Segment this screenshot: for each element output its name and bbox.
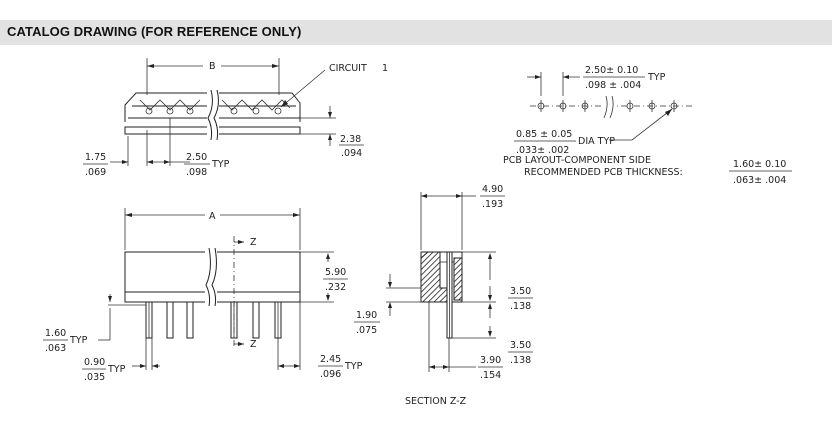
circuit-label: CIRCUIT [329, 63, 367, 74]
dim-190-in: .075 [356, 325, 377, 336]
pcb-layout-label: PCB LAYOUT-COMPONENT SIDE [503, 155, 651, 166]
pitch-in: .098 ± .004 [585, 80, 641, 91]
dim-590-in: .232 [325, 282, 346, 293]
dim-350a-in: .138 [510, 301, 531, 312]
dim-b-label: B [209, 61, 216, 72]
dim-190-mm: 1.90 [356, 310, 377, 321]
dim-245-mm: 2.45 [320, 354, 341, 365]
pitch-typ: TYP [647, 72, 666, 83]
section-z-top: Z [250, 237, 257, 248]
pitch-mm: 2.50± 0.10 [585, 65, 638, 76]
dim-090-in: .035 [84, 372, 105, 383]
dim-250-in: .098 [186, 167, 207, 178]
front-view: A Z Z 5 [43, 208, 363, 383]
dim-245-typ: TYP [344, 361, 363, 372]
dim-490-mm: 4.90 [482, 184, 503, 195]
dim-390-mm: 3.90 [480, 355, 501, 366]
dim-590-mm: 5.90 [325, 267, 346, 278]
top-view: B CIRCUIT 1 2.38 .094 [83, 58, 388, 178]
section-view: 4.90 .193 3.50 .138 1.90 .075 [354, 184, 533, 407]
circuit-number: 1 [382, 63, 388, 74]
dia-mm: 0.85 ± 0.05 [516, 129, 572, 140]
dim-090-typ: TYP [107, 364, 126, 375]
header-bar: CATALOG DRAWING (FOR REFERENCE ONLY) [0, 20, 832, 45]
thickness-mm: 1.60± 0.10 [733, 159, 786, 170]
dim-160-typ: TYP [69, 335, 88, 346]
front-pins [145, 301, 282, 339]
dim-a-label: A [209, 211, 216, 222]
dim-090-mm: 0.90 [84, 357, 105, 368]
dim-245-in: .096 [320, 369, 341, 380]
pcb-thickness-label: RECOMMENDED PCB THICKNESS: [524, 167, 683, 178]
dim-160-in: .063 [45, 343, 66, 354]
thickness-in: .063± .004 [733, 175, 786, 186]
dim-175-mm: 1.75 [85, 152, 106, 163]
dim-350b-in: .138 [510, 355, 531, 366]
pcb-layout: 2.50± 0.10 TYP .098 ± .004 0.85 ± 0.05 D… [503, 65, 792, 186]
dim-490-in: .193 [482, 199, 503, 210]
pcb-holes [537, 100, 678, 112]
dim-350a-mm: 3.50 [510, 286, 531, 297]
dim-175-in: .069 [85, 167, 106, 178]
dia-typ: DIA TYP [578, 136, 615, 147]
dim-160-mm: 1.60 [45, 328, 66, 339]
dim-238-in: .094 [341, 148, 362, 159]
dim-350b-mm: 3.50 [510, 340, 531, 351]
section-z-bottom: Z [250, 339, 257, 350]
dim-250-typ: TYP [211, 159, 230, 170]
dim-250-mm: 2.50 [186, 152, 207, 163]
dia-in: .033± .002 [516, 145, 569, 156]
page-title: CATALOG DRAWING (FOR REFERENCE ONLY) [7, 24, 302, 39]
dim-390-in: .154 [480, 370, 501, 381]
section-label: SECTION Z-Z [405, 396, 467, 407]
dim-238-mm: 2.38 [340, 134, 361, 145]
